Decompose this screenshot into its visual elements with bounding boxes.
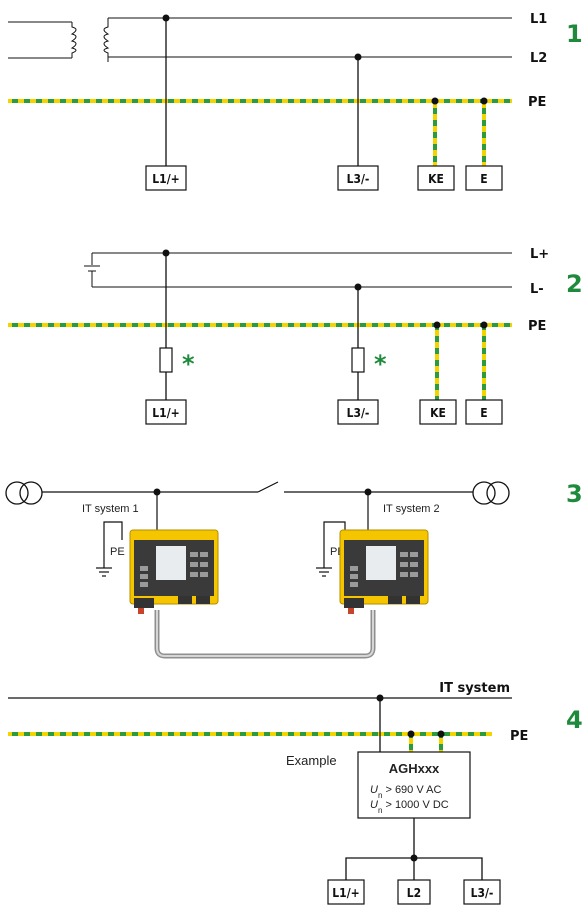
diagram-number: 2 bbox=[566, 270, 583, 298]
transformer-icon bbox=[472, 481, 510, 505]
diagram-number: 3 bbox=[566, 480, 583, 508]
line-label-pe: PE bbox=[528, 319, 546, 334]
junction-dot bbox=[431, 97, 439, 105]
terminal-label: E bbox=[480, 172, 487, 186]
junction-dot bbox=[407, 730, 415, 738]
pe-line bbox=[8, 732, 492, 736]
line-label-l2: L2 bbox=[530, 51, 547, 66]
ground-icon bbox=[96, 521, 123, 577]
fuse-icon bbox=[351, 347, 365, 373]
junction-dot bbox=[153, 488, 161, 496]
pe-label: PE bbox=[110, 546, 125, 558]
terminal-label: L1/+ bbox=[152, 172, 179, 186]
terminal-label: KE bbox=[430, 406, 446, 420]
terminal-label: L3/- bbox=[471, 886, 494, 900]
terminal-label: L3/- bbox=[347, 406, 370, 420]
diagram-3: IT system 1 IT system 2 PE PE bbox=[5, 480, 583, 659]
pe-label: PE bbox=[510, 729, 528, 744]
it-system-1-label: IT system 1 bbox=[82, 503, 139, 515]
diagram-1: L1/+ L3/- KE E L1 L2 PE 1 bbox=[8, 12, 583, 191]
pe-line bbox=[8, 99, 512, 103]
line-label-l1: L1 bbox=[530, 12, 547, 27]
junction-dot bbox=[354, 53, 362, 61]
transformer-icon bbox=[8, 17, 512, 62]
junction-dot bbox=[364, 488, 372, 496]
diagram-number: 1 bbox=[566, 20, 583, 48]
line-label-lplus: L+ bbox=[530, 247, 549, 262]
terminal-label: L1/+ bbox=[332, 886, 359, 900]
junction-dot bbox=[433, 321, 441, 329]
terminal-label: E bbox=[480, 406, 487, 420]
spec-line-1: Un > 690 V AC bbox=[370, 784, 441, 800]
diagram-4: IT system PE AGHxxx Un > 690 V AC Un > 1… bbox=[8, 681, 583, 905]
line-label-lminus: L- bbox=[530, 282, 544, 297]
fuse-marker: * bbox=[374, 350, 387, 378]
it-system-label: IT system bbox=[439, 681, 510, 696]
bus-cable bbox=[154, 610, 376, 659]
junction-dot bbox=[410, 854, 418, 862]
spec-line-2: Un > 1000 V DC bbox=[370, 799, 449, 815]
battery-icon bbox=[84, 252, 512, 288]
terminal-label: L2 bbox=[407, 886, 421, 900]
fuse-icon bbox=[159, 347, 173, 373]
monitoring-device bbox=[339, 529, 429, 614]
terminal-label: L1/+ bbox=[152, 406, 179, 420]
diagram-number: 4 bbox=[566, 706, 583, 734]
junction-dot bbox=[376, 694, 384, 702]
monitoring-device bbox=[129, 529, 219, 614]
junction-dot bbox=[480, 97, 488, 105]
fuse-marker: * bbox=[182, 350, 195, 378]
junction-dot bbox=[162, 249, 170, 257]
device-box bbox=[357, 751, 471, 819]
diagram-2: * * L1/+ L3/- KE E L+ L- PE 2 bbox=[8, 247, 583, 425]
device-name: AGHxxx bbox=[389, 761, 440, 776]
it-system-2-label: IT system 2 bbox=[383, 503, 440, 515]
example-label: Example bbox=[286, 753, 337, 768]
pe-line bbox=[8, 323, 512, 327]
junction-dot bbox=[437, 730, 445, 738]
transformer-icon bbox=[5, 481, 43, 505]
line-label-pe: PE bbox=[528, 95, 546, 110]
terminal-label: L3/- bbox=[347, 172, 370, 186]
terminal-label: KE bbox=[428, 172, 444, 186]
junction-dot bbox=[162, 14, 170, 22]
junction-dot bbox=[354, 283, 362, 291]
junction-dot bbox=[480, 321, 488, 329]
